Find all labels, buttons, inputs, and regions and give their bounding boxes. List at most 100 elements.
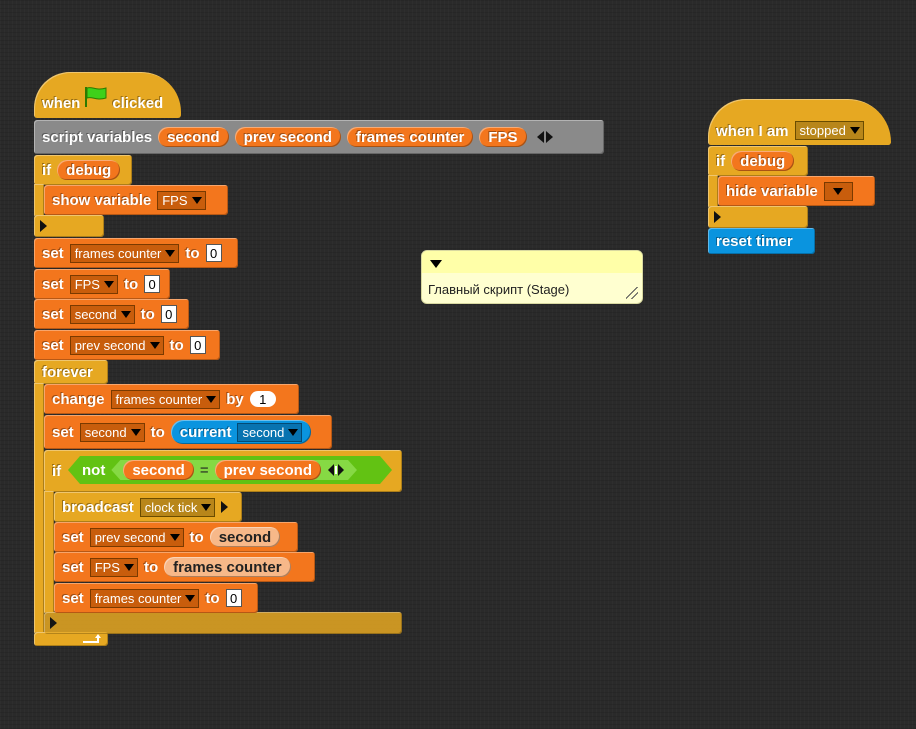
script-var-prev-second[interactable]: prev second [234, 127, 341, 147]
to-label: to [140, 305, 155, 323]
set-prev-second-block[interactable]: set prev second to 0 [34, 330, 220, 360]
if-label: if [42, 161, 52, 179]
forever-block[interactable]: forever [34, 360, 108, 384]
set-var-dropdown[interactable]: FPS [69, 274, 118, 294]
set-var-dropdown[interactable]: frames counter [89, 588, 200, 608]
set-var-option: frames counter [74, 245, 162, 261]
broadcast-label: broadcast [62, 498, 134, 516]
resize-grip-icon[interactable] [626, 287, 638, 299]
change-frames-counter-block[interactable]: change frames counter by 1 [44, 384, 299, 414]
to-label: to [143, 558, 159, 576]
value-input[interactable]: 0 [189, 336, 206, 354]
set-frames-counter-block[interactable]: set frames counter to 0 [34, 238, 238, 268]
set-var-option: FPS [94, 559, 120, 575]
green-flag-icon [84, 86, 108, 112]
script-var-fps[interactable]: FPS [479, 127, 527, 147]
set-var-dropdown[interactable]: frames counter [69, 243, 180, 263]
hide-variable-label: hide variable [726, 182, 818, 200]
prev-second-variable[interactable]: prev second [215, 460, 321, 480]
script-var-frames-counter[interactable]: frames counter [346, 127, 474, 147]
when-i-am-label: when I am [716, 123, 789, 140]
when-label: when [42, 95, 81, 112]
set-var-dropdown[interactable]: second [69, 304, 135, 324]
forever-label: forever [42, 363, 93, 381]
second-variable[interactable]: second [209, 527, 281, 547]
script-comment[interactable]: Главный скрипт (Stage) [421, 250, 643, 304]
stopped-dropdown[interactable]: stopped [794, 121, 864, 140]
value-input[interactable]: 0 [144, 275, 161, 293]
chevron-down-icon [832, 187, 843, 195]
set-second-current-block[interactable]: set second to current second [44, 415, 332, 449]
if-debug-bottom-2 [708, 206, 808, 228]
collapse-triangle-icon[interactable] [430, 260, 442, 268]
frames-counter-variable[interactable]: frames counter [164, 557, 291, 577]
expand-arrow-icon[interactable] [221, 501, 229, 513]
value-input[interactable]: 0 [225, 589, 242, 607]
debug-variable[interactable]: debug [57, 160, 121, 180]
current-option: second [242, 424, 285, 440]
change-var-option: frames counter [115, 391, 203, 407]
forever-bottom [34, 632, 108, 646]
set-label: set [62, 589, 84, 607]
set-label: set [52, 423, 74, 441]
script-variables-block[interactable]: script variables second prev second fram… [34, 120, 604, 154]
set-var-option: second [84, 424, 127, 440]
show-variable-block[interactable]: show variable FPS [44, 185, 228, 215]
equals-operator[interactable]: second = prev second [111, 460, 357, 480]
show-variable-dropdown[interactable]: FPS [157, 190, 206, 210]
when-flag-clicked-hat[interactable]: when clicked [34, 72, 181, 118]
debug-variable[interactable]: debug [731, 151, 795, 171]
broadcast-message-dropdown[interactable]: clock tick [139, 497, 216, 517]
set-var-dropdown[interactable]: FPS [89, 557, 138, 577]
set-fps-block[interactable]: set FPS to 0 [34, 269, 170, 299]
if-inner-arm [44, 491, 54, 613]
broadcast-message: clock tick [144, 499, 198, 515]
arrow-right-icon [40, 220, 47, 232]
chevron-down-icon [169, 533, 180, 541]
set-second-block[interactable]: set second to 0 [34, 299, 189, 329]
if-label: if [716, 152, 726, 170]
set-var-dropdown[interactable]: second [79, 422, 145, 442]
set-label: set [42, 275, 64, 293]
script-var-second[interactable]: second [158, 127, 229, 147]
set-var-dropdown[interactable]: prev second [89, 527, 184, 547]
chevron-down-icon [103, 280, 114, 288]
set-frames-counter-zero-block[interactable]: set frames counter to 0 [54, 583, 258, 613]
forever-arm [34, 383, 44, 633]
comment-title-bar[interactable] [422, 251, 642, 273]
set-prev-second-to-second-block[interactable]: set prev second to second [54, 522, 298, 552]
show-variable-label: show variable [52, 191, 152, 209]
reset-timer-block[interactable]: reset timer [708, 228, 815, 254]
value-input[interactable]: 0 [205, 244, 222, 262]
by-value-input[interactable]: 1 [249, 391, 276, 407]
broadcast-block[interactable]: broadcast clock tick [54, 492, 242, 522]
second-variable[interactable]: second [123, 460, 194, 480]
if-debug-block[interactable]: if debug [34, 155, 132, 185]
equals-sign: = [199, 461, 209, 479]
hide-variable-dropdown[interactable] [823, 181, 853, 201]
show-variable-option: FPS [162, 192, 188, 208]
to-label: to [205, 589, 220, 607]
current-reporter[interactable]: current second [170, 420, 312, 444]
value-input[interactable]: 0 [160, 305, 177, 323]
variadic-arrows-icon[interactable] [327, 463, 345, 477]
chevron-down-icon [288, 428, 299, 436]
add-remove-arrows-icon[interactable] [536, 131, 553, 143]
set-fps-to-frames-block[interactable]: set FPS to frames counter [54, 552, 315, 582]
chevron-down-icon [165, 249, 176, 257]
comment-text[interactable]: Главный скрипт (Stage) [428, 282, 570, 297]
if-debug-block-2[interactable]: if debug [708, 146, 808, 176]
chevron-down-icon [130, 428, 141, 436]
current-dropdown[interactable]: second [237, 422, 303, 442]
to-label: to [189, 528, 204, 546]
not-operator[interactable]: not second = prev second [68, 456, 392, 484]
set-var-option: prev second [74, 337, 146, 353]
set-var-dropdown[interactable]: prev second [69, 335, 164, 355]
change-var-dropdown[interactable]: frames counter [110, 389, 221, 409]
if-label: if [52, 462, 62, 480]
set-var-option: frames counter [94, 590, 182, 606]
when-i-am-stopped-hat[interactable]: when I am stopped [708, 99, 891, 145]
hide-variable-block[interactable]: hide variable [718, 176, 875, 206]
if-debug-arm [34, 184, 44, 216]
change-label: change [52, 390, 105, 408]
